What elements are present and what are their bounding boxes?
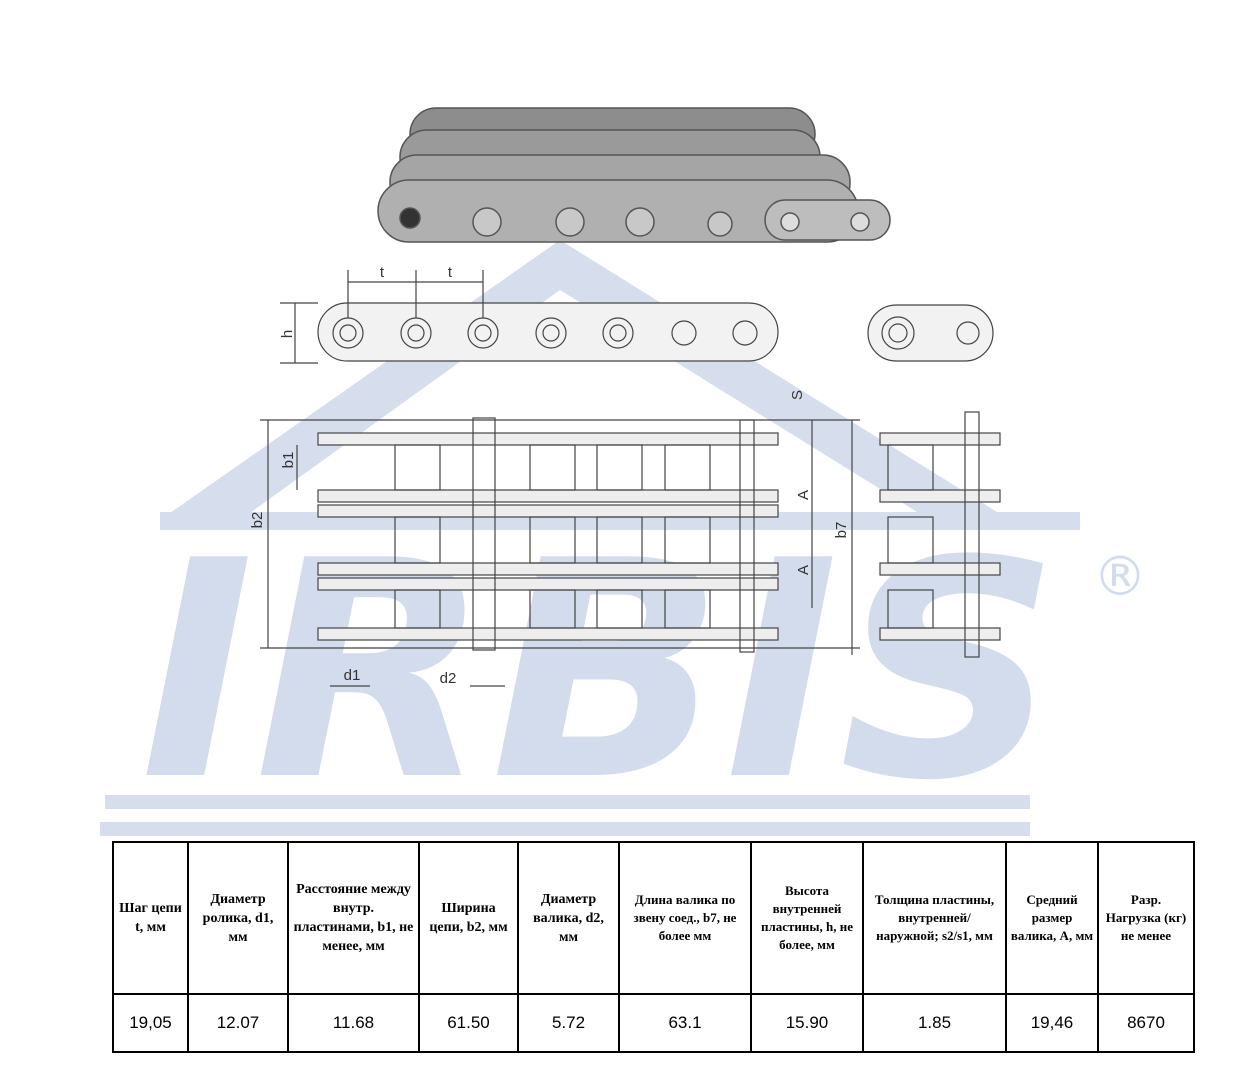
cell-plate-height: 15.90 [750,993,864,1053]
dim-label-b1: b1 [280,452,297,469]
header-transverse-pitch: Средний размер валика, А, мм [1005,841,1099,995]
dim-label-s: S [789,390,806,400]
dim-label-d1: d1 [344,667,361,684]
cell-inner-width: 11.68 [287,993,420,1053]
dim-label-b2: b2 [249,512,266,529]
cell-pin-length: 63.1 [618,993,752,1053]
chain-drawing: t t h S b1 b2 A A b7 d1 d2 [249,107,1001,687]
cell-pitch: 19,05 [112,993,189,1053]
header-plate-height: Высота внутренней пластины, h, не более,… [750,841,864,995]
cell-chain-width: 61.50 [418,993,519,1053]
header-roller-diameter: Диаметр ролика, d1, мм [187,841,289,995]
cell-transverse-pitch: 19,46 [1005,993,1099,1053]
dim-label-d2: d2 [440,670,457,687]
header-pin-length: Длина валика по звену соед., b7, не боле… [618,841,752,995]
table-row: 19,05 12.07 11.68 61.50 5.72 63.1 15.90 … [112,993,1195,1053]
header-pitch: Шаг цепи t, мм [112,841,189,995]
header-pin-diameter: Диаметр валика, d2, мм [517,841,620,995]
spec-table: Шаг цепи t, мм Диаметр ролика, d1, мм Ра… [112,841,1195,1053]
dim-label-b7: b7 [833,522,850,539]
chain-side-view [280,270,779,364]
dim-label-t2: t [448,264,453,281]
cell-plate-thickness: 1.85 [862,993,1007,1053]
connecting-link-top-view [879,411,1001,658]
dim-label-a1: A [795,490,812,500]
header-inner-width: Расстояние между внутр. пластинами, b1, … [287,841,420,995]
chain-top-view [260,417,860,687]
dim-label-a2: A [795,565,812,575]
cell-pin-diameter: 5.72 [517,993,620,1053]
cell-roller-diameter: 12.07 [187,993,289,1053]
table-header-row: Шаг цепи t, мм Диаметр ролика, d1, мм Ра… [112,841,1195,995]
header-plate-thickness: Толщина пластины, внутренней/наружной; s… [862,841,1007,995]
cell-breaking-load: 8670 [1097,993,1195,1053]
chain-photo [377,107,891,243]
header-breaking-load: Разр. Нагрузка (кг) не менее [1097,841,1195,995]
dim-label-t1: t [380,264,385,281]
connecting-link-view [867,304,994,362]
dim-label-h: h [279,330,296,338]
header-chain-width: Ширина цепи, b2, мм [418,841,519,995]
